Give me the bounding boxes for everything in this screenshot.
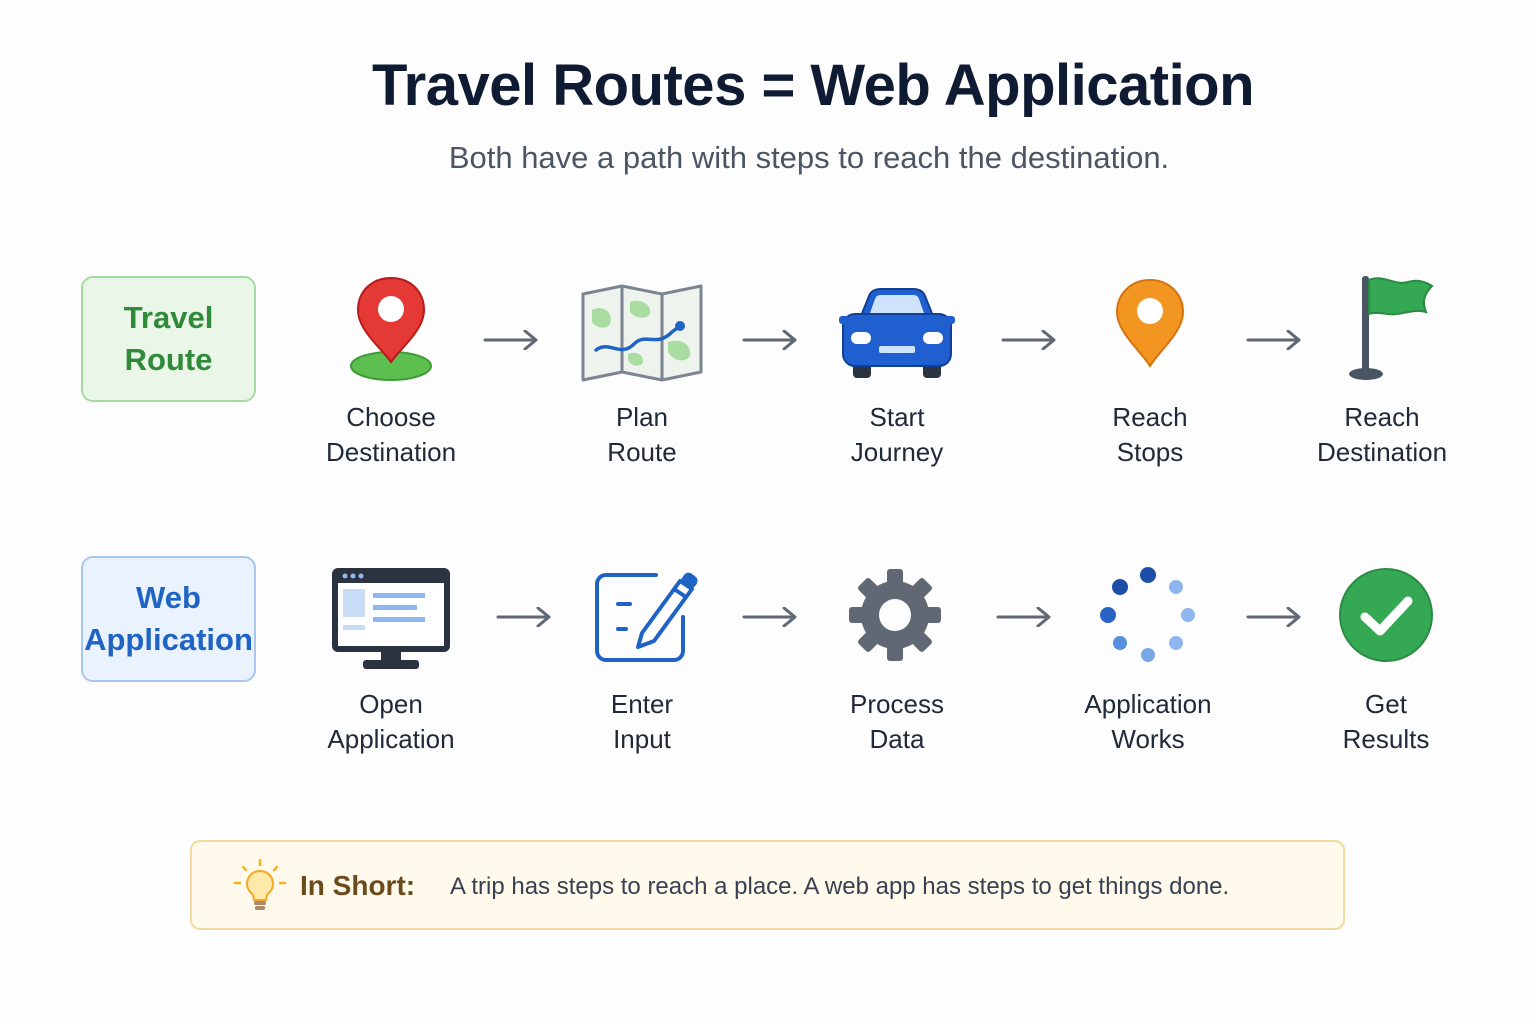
diagram-subtitle: Both have a path with steps to reach the… (448, 140, 1170, 175)
car-icon (839, 288, 955, 378)
step-label: Process Data (850, 689, 944, 754)
stop-pin-icon (1115, 278, 1185, 368)
map-icon (581, 284, 703, 382)
monitor-icon (332, 568, 450, 669)
location-pin-icon (350, 276, 432, 381)
step-label: Application Works (1084, 689, 1212, 754)
step-label: Plan Route (607, 402, 677, 467)
summary-box: In Short: A trip has steps to reach a pl… (190, 840, 1345, 930)
flag-icon (1349, 276, 1434, 380)
row-label-web-application: Web Application (81, 556, 256, 682)
arrow-right-icon (1001, 330, 1056, 350)
arrow-right-icon (996, 607, 1051, 627)
arrow-right-icon (483, 330, 538, 350)
arrow-right-icon (1246, 607, 1301, 627)
row-label-travel-route: Travel Route (81, 276, 256, 402)
step-label: Get Results (1342, 689, 1430, 754)
checkmark-icon (1339, 568, 1433, 662)
lightbulb-icon (233, 858, 287, 910)
step-label: Enter Input (610, 689, 674, 754)
summary-lead: In Short: (300, 870, 416, 901)
arrow-right-icon (742, 330, 797, 350)
step-label: Reach Destination (1316, 402, 1448, 467)
loading-spinner-icon (1100, 567, 1195, 662)
arrow-right-icon (742, 607, 797, 627)
row-label-text: Travel Route (123, 300, 214, 377)
arrow-right-icon (496, 607, 551, 627)
step-label: Choose Destination (325, 402, 457, 467)
edit-form-icon (595, 572, 698, 662)
arrow-right-icon (1246, 330, 1301, 350)
gear-icon (849, 569, 941, 661)
step-label: Start Journey (850, 402, 944, 467)
summary-text: A trip has steps to reach a place. A web… (450, 873, 1230, 900)
step-label: Open Application (327, 689, 455, 754)
row-label-text: Web Application (84, 580, 253, 657)
diagram-title: Travel Routes = Web Application (371, 53, 1255, 118)
step-label: Reach Stops (1112, 402, 1188, 467)
